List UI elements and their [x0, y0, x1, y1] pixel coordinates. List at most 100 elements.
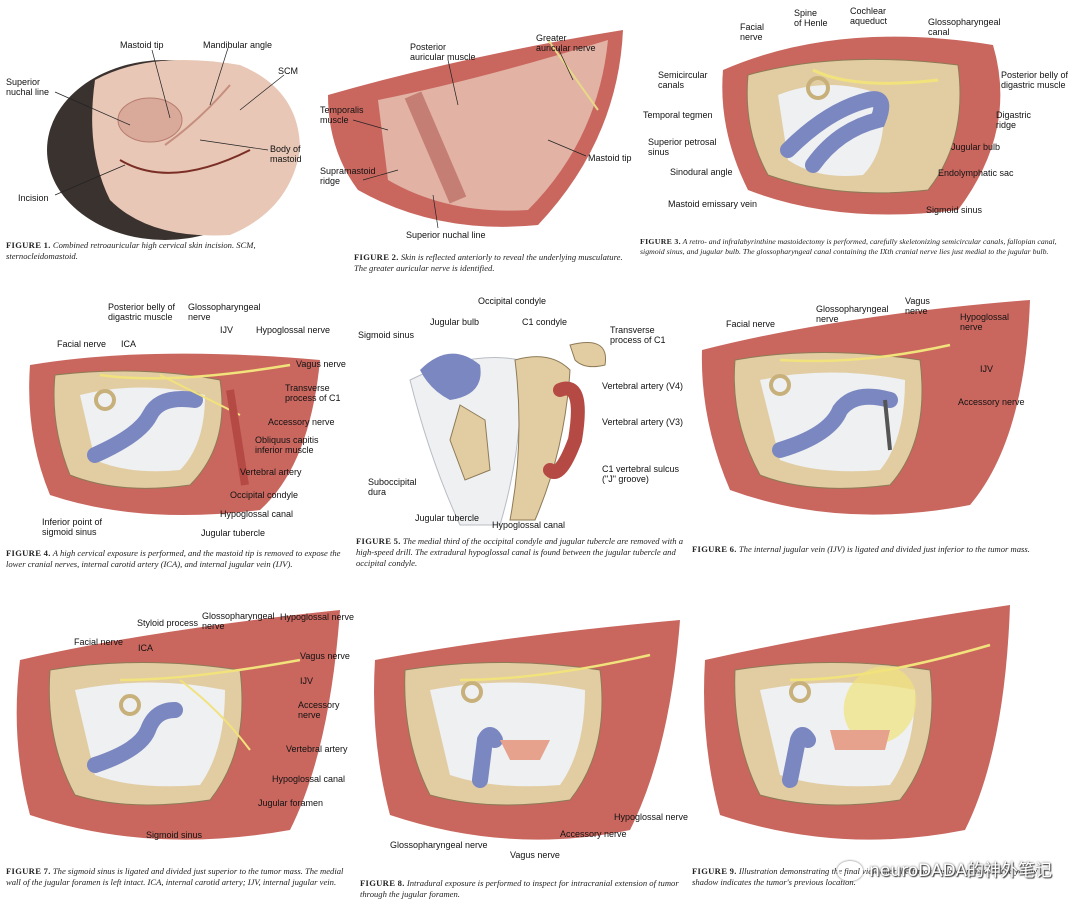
figure-4-illustration: [29, 353, 321, 515]
figure-5-label-6: Vertebral artery (V4): [602, 381, 684, 391]
figure-1-label-6: Incision: [18, 193, 49, 203]
figure-2-label-1: Posterior auricular muscle: [410, 42, 476, 62]
figure-3-label-6: Posterior belly of digastric muscle: [1001, 70, 1069, 90]
figure-7-label-3: Hypoglossal nerve: [280, 612, 355, 622]
figure-8-caption-text: Intradural exposure is performed to insp…: [360, 878, 679, 899]
figure-3-label-4: Glossopharyngeal canal: [928, 17, 1001, 37]
figure-8: Hypoglossal nerve Accessory nerve Glosso…: [360, 600, 690, 919]
figure-6-caption-text: The internal jugular vein (IJV) is ligat…: [738, 544, 1030, 554]
figure-4-label-12: Occipital condyle: [230, 490, 299, 500]
figure-5-label-11: Hypoglossal canal: [492, 520, 566, 530]
figure-7-label-8: Accessory nerve: [298, 700, 340, 720]
figure-2-caption-text: Skin is reflected anteriorly to reveal t…: [354, 252, 623, 273]
figure-4-label-9: Accessory nerve: [268, 417, 335, 427]
watermark: neuroDADA的神外笔记: [837, 856, 1052, 881]
figure-1-label-4: Superior nuchal line: [6, 77, 50, 97]
figure-3-caption: FIGURE 3. A retro- and infralabyrinthine…: [640, 237, 1076, 257]
figure-8-label-4: Vagus nerve: [510, 850, 560, 860]
figure-7-number: FIGURE 7.: [6, 866, 51, 876]
figure-7-label-7: IJV: [300, 676, 314, 686]
figure-5-number: FIGURE 5.: [356, 536, 401, 546]
figure-8-caption: FIGURE 8. Intradural exposure is perform…: [360, 878, 686, 900]
figure-6-illustration: [701, 300, 1030, 515]
figure-2-label-3: Temporalis muscle: [320, 105, 364, 125]
figure-3-label-13: Mastoid emissary vein: [668, 199, 758, 209]
figure-9: FIGURE 9. Illustration demonstrating the…: [690, 600, 1080, 919]
figure-6-label-6: Accessory nerve: [958, 397, 1025, 407]
figure-6-label-1: Glossopharyngeal nerve: [816, 304, 889, 324]
figure-2-illustration: [328, 30, 623, 229]
figure-4-label-4: Hypoglossal nerve: [256, 325, 331, 335]
figure-3-label-7: Temporal tegmen: [643, 110, 713, 120]
figure-7-label-10: Hypoglossal canal: [272, 774, 346, 784]
figure-1-illustration: [47, 47, 300, 240]
figure-3-label-12: Endolymphatic sac: [938, 168, 1014, 178]
figure-4-label-2: Glossopharyngeal nerve: [188, 302, 261, 322]
figure-1-label-3: SCM: [278, 66, 298, 76]
figure-4: Posterior belly of digastric muscle Glos…: [0, 295, 350, 595]
figure-3-label-5: Semicircular canals: [658, 70, 708, 90]
figure-2-label-2: Greater auricular nerve: [536, 33, 596, 53]
figure-5-label-7: Vertebral artery (V3): [602, 417, 684, 427]
figure-5-label-2: Jugular bulb: [430, 317, 480, 327]
figure-5-label-5: Transverse process of C1: [610, 325, 666, 345]
figure-5-illustration: [409, 342, 607, 526]
figure-3-label-9: Superior petrosal sinus: [648, 137, 717, 157]
figure-8-label-1: Hypoglossal nerve: [614, 812, 689, 822]
figure-3-label-1: Facial nerve: [740, 22, 765, 42]
figure-7-label-11: Jugular foramen: [258, 798, 324, 808]
figure-1-caption-text: Combined retroauricular high cervical sk…: [6, 240, 256, 261]
figure-3: Facial nerve Spine of Henle Cochlear aqu…: [638, 0, 1080, 290]
figure-5-label-10: Jugular tubercle: [415, 513, 480, 523]
figure-1-number: FIGURE 1.: [6, 240, 51, 250]
figure-3-label-8: Digastric ridge: [996, 110, 1032, 130]
figure-1-label-1: Mastoid tip: [120, 40, 164, 50]
figure-9-caption: FIGURE 9. Illustration demonstrating the…: [692, 866, 1052, 888]
figure-1: Mastoid tip Mandibular angle SCM Superio…: [0, 0, 318, 290]
figure-3-caption-text: A retro- and infralabyrinthine mastoidec…: [640, 237, 1057, 256]
figure-9-caption-text: Illustration demonstrating the final vie…: [692, 866, 1038, 887]
figure-7-illustration: [16, 610, 341, 840]
figure-4-caption-text: A high cervical exposure is performed, a…: [6, 548, 341, 569]
figure-6: Glossopharyngeal nerve Vagus nerve Hypog…: [690, 290, 1080, 590]
figure-5-label-9: C1 vertebral sulcus ("J" groove): [602, 464, 680, 484]
figure-5: Occipital condyle Jugular bulb C1 condyl…: [350, 290, 690, 590]
figure-3-illustration: [722, 36, 1001, 215]
figure-6-label-4: Facial nerve: [726, 319, 776, 329]
figure-2-label-4: Mastoid tip: [588, 153, 632, 163]
figure-4-label-3: IJV: [220, 325, 234, 335]
figure-8-label-3: Glossopharyngeal nerve: [390, 840, 488, 850]
figure-6-caption: FIGURE 6. The internal jugular vein (IJV…: [692, 544, 1072, 555]
figure-5-caption-text: The medial third of the occipital condyl…: [356, 536, 683, 568]
figure-1-label-5: Body of mastoid: [270, 144, 302, 164]
figure-7-label-2: Glossopharyngeal nerve: [202, 611, 275, 631]
figure-4-label-5: Facial nerve: [57, 339, 107, 349]
figure-6-label-5: IJV: [980, 364, 994, 374]
figure-7-caption: FIGURE 7. The sigmoid sinus is ligated a…: [6, 866, 352, 888]
figure-6-label-3: Hypoglossal nerve: [960, 312, 1010, 332]
figure-4-label-14: Jugular tubercle: [201, 528, 266, 538]
figure-4-label-8: Transverse process of C1: [285, 383, 341, 403]
figure-5-caption: FIGURE 5. The medial third of the occipi…: [356, 536, 686, 569]
figure-8-label-2: Accessory nerve: [560, 829, 627, 839]
figure-3-label-3: Cochlear aqueduct: [850, 6, 888, 26]
figure-7: Styloid process Glossopharyngeal nerve H…: [0, 600, 360, 919]
figure-7-caption-text: The sigmoid sinus is ligated and divided…: [6, 866, 344, 887]
figure-1-caption: FIGURE 1. Combined retroauricular high c…: [6, 240, 312, 262]
figure-4-number: FIGURE 4.: [6, 548, 51, 558]
figure-2: Posterior auricular muscle Greater auric…: [318, 0, 638, 290]
figure-2-label-6: Superior nuchal line: [406, 230, 486, 240]
figure-5-label-3: C1 condyle: [522, 317, 568, 327]
figure-2-number: FIGURE 2.: [354, 252, 399, 262]
watermark-text: neuroDADA的神外笔记: [869, 861, 1052, 881]
figure-8-illustration: [374, 620, 680, 840]
figure-7-label-12: Sigmoid sinus: [146, 830, 203, 840]
figure-4-label-7: Vagus nerve: [296, 359, 346, 369]
figure-8-number: FIGURE 8.: [360, 878, 405, 888]
figure-6-number: FIGURE 6.: [692, 544, 737, 554]
figure-7-label-5: ICA: [138, 643, 154, 653]
figure-1-label-2: Mandibular angle: [203, 40, 273, 50]
figure-7-label-6: Vagus nerve: [300, 651, 350, 661]
figure-4-label-11: Vertebral artery: [240, 467, 302, 477]
figure-7-label-1: Styloid process: [137, 618, 199, 628]
